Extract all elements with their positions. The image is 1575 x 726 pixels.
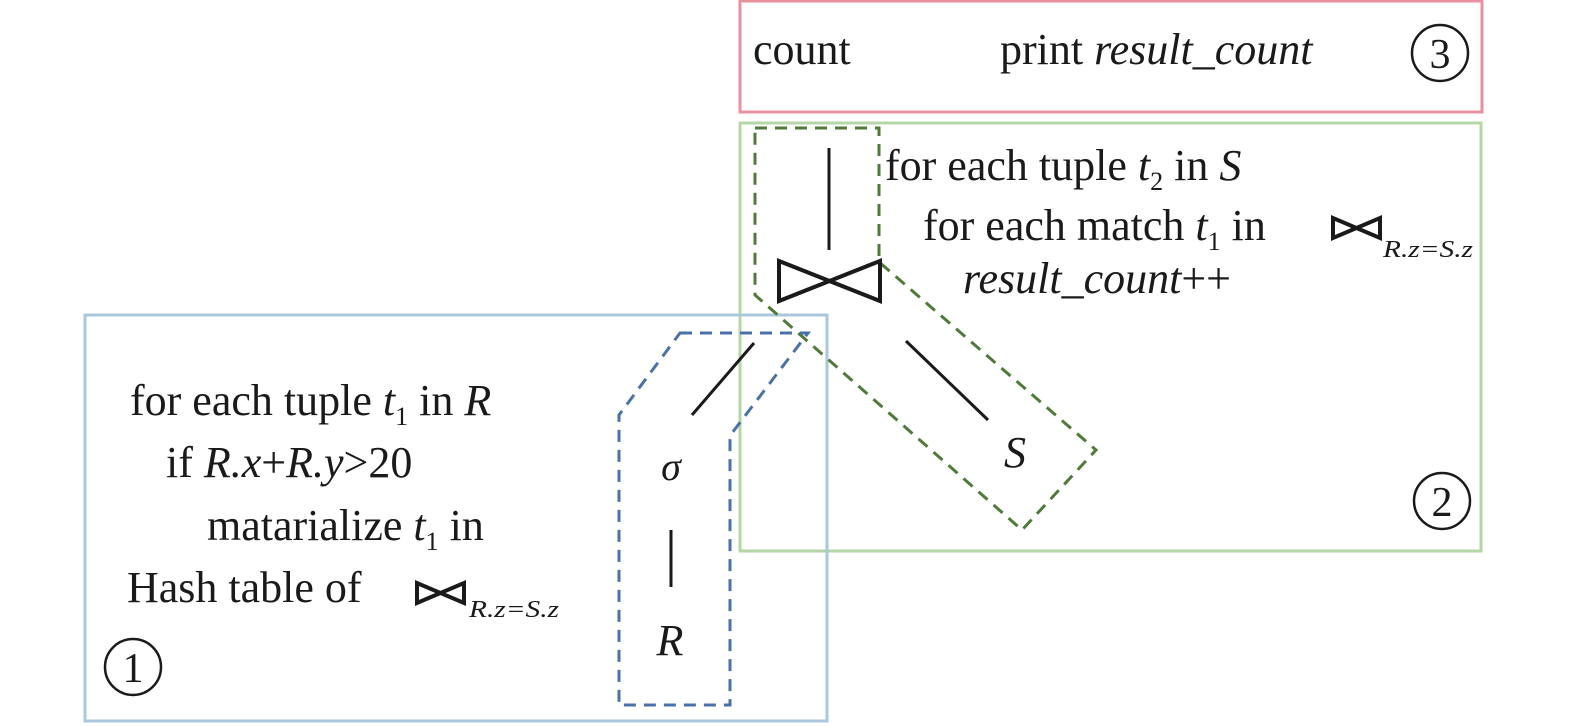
pipeline2-outline: [753, 126, 1099, 533]
stage3-number: 3: [1430, 32, 1451, 78]
relation-s-label: S: [1004, 428, 1026, 477]
stage1-number-circle: [103, 637, 163, 697]
stage3-box: [738, 0, 1484, 114]
stage2-number: 2: [1432, 480, 1453, 526]
stage1-box: [83, 313, 829, 723]
bowtie-join-icon: [415, 579, 466, 607]
select-symbol: σ: [661, 444, 682, 489]
stage1-join-condition: R.z=S.z: [468, 597, 560, 623]
stage1-line3: matarialize t1 in: [207, 501, 484, 556]
stage2-number-circle: [1412, 471, 1472, 531]
stage3-number-circle: [1410, 23, 1470, 83]
tree-edge-join-select: [690, 342, 756, 416]
stage3-code-keyword: print: [1000, 25, 1083, 74]
bowtie-join-icon: [1331, 214, 1382, 242]
stage2-line3: result_count++: [963, 254, 1231, 303]
stage3-operator: count: [753, 25, 851, 74]
relation-r-label: R: [656, 616, 684, 665]
stage2-line1: for each tuple t2 in S: [885, 141, 1241, 196]
bowtie-join-icon: [777, 258, 882, 304]
tree-edge-join-s: [904, 339, 990, 422]
stage2-line2: for each match t1 in: [923, 201, 1266, 256]
stage3-code: print result_count: [1000, 25, 1314, 74]
stage1-line1: for each tuple t1 in R: [130, 376, 491, 431]
stage3-code-var: result_count: [1094, 25, 1314, 74]
stage1-line4: Hash table of: [127, 563, 362, 612]
stage2-join-condition: R.z=S.z: [1382, 237, 1474, 263]
pipeline1-outline: [617, 331, 812, 707]
stage1-line2: if R.x+R.y>20: [166, 438, 412, 487]
stage1-number: 1: [123, 646, 144, 692]
stage2-box: [738, 121, 1483, 553]
